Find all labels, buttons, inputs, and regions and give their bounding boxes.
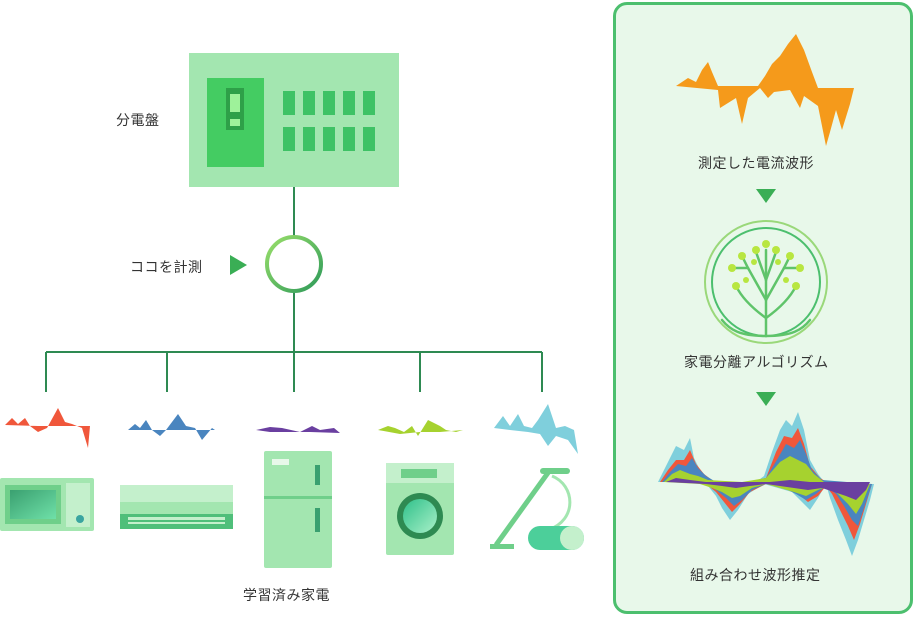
combined-waveform-estimate — [658, 412, 874, 556]
pointer-arrow-icon — [230, 255, 247, 275]
waveform-air-conditioner — [128, 414, 215, 440]
waveform-refrigerator — [256, 426, 340, 433]
waveform-washing-machine — [378, 420, 463, 436]
waveform-microwave — [5, 408, 90, 448]
measured-waveform-label: 測定した電流波形 — [698, 156, 814, 172]
measure-here-label: ココを計測 — [130, 260, 203, 276]
waveform-vacuum — [494, 404, 578, 454]
air-conditioner-icon — [120, 485, 233, 529]
down-arrow-icon — [756, 392, 776, 406]
measured-waveform — [676, 34, 854, 146]
down-arrow-icon — [756, 189, 776, 203]
learned-appliances-label: 学習済み家電 — [243, 588, 330, 604]
current-sensor-ring — [265, 235, 323, 293]
distribution-board — [189, 53, 399, 187]
algorithm-tree-icon — [704, 220, 828, 344]
panel-board-label: 分電盤 — [116, 113, 160, 129]
combined-estimate-label: 組み合わせ波形推定 — [690, 568, 821, 584]
wiring-lines — [45, 187, 543, 392]
refrigerator-icon — [264, 451, 332, 568]
microwave-icon — [0, 478, 94, 531]
separation-algorithm-label: 家電分離アルゴリズム — [684, 355, 829, 371]
washing-machine-icon — [386, 463, 454, 555]
vacuum-cleaner-icon — [490, 468, 584, 550]
